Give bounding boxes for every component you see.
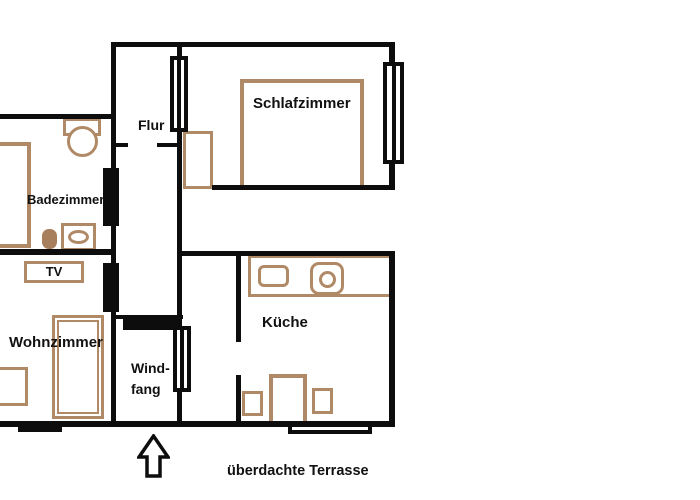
tv-label: TV	[45, 264, 63, 279]
bidet-bowl	[67, 230, 89, 244]
wall-kitchen-right	[389, 251, 395, 427]
bed	[240, 79, 364, 189]
bathroom-label: Badezimmer	[27, 192, 105, 207]
bathtub	[0, 142, 31, 248]
side-table	[0, 367, 28, 406]
wall-corridor-right	[177, 42, 182, 427]
tv-cabinet	[24, 261, 84, 283]
nightstand	[183, 131, 213, 189]
wall-bath-bottom	[0, 249, 116, 255]
wall-kitchen-left-lower	[236, 375, 241, 427]
window-centerline	[180, 330, 184, 388]
wall-flur-left	[111, 42, 116, 119]
kitchen-sink	[310, 262, 344, 295]
windfang-window	[173, 326, 191, 392]
stove-hob	[258, 265, 289, 287]
kitchen-sink-drain	[319, 270, 336, 288]
toilet	[42, 229, 57, 249]
livingroom-label: Wohnzimmer	[9, 334, 103, 351]
flur-door-stub-right	[157, 143, 177, 147]
kitchen-terrace-step	[288, 424, 372, 434]
entrance-arrow-icon	[137, 434, 170, 478]
terrace-label: überdachte Terrasse	[227, 463, 369, 479]
sofa-inner-line	[57, 320, 99, 414]
livingroom-door	[103, 263, 119, 312]
hallway-label: Flur	[138, 117, 165, 133]
bedroom-window	[383, 62, 404, 164]
wall-kitchen-left-upper	[236, 251, 241, 342]
bathroom-door	[103, 168, 119, 226]
chair-right	[312, 388, 333, 414]
living-terrace-threshold	[18, 427, 62, 432]
sofa	[52, 315, 104, 419]
windfang-label-line1: Wind-	[131, 360, 170, 376]
wall-top	[111, 42, 395, 47]
windfang-label-line2: fang	[131, 381, 161, 397]
window-centerline	[177, 60, 181, 128]
wall-bottom	[0, 421, 395, 427]
windfang-door	[123, 317, 177, 330]
window-centerline	[391, 66, 396, 160]
wall-living-right	[111, 249, 116, 427]
kitchen-label: Küche	[262, 314, 308, 331]
wall-kitchen-top	[177, 251, 395, 256]
washbasin-bowl	[67, 126, 98, 157]
flur-bedroom-window	[170, 56, 188, 132]
bidet	[61, 223, 96, 251]
wall-bath-top	[0, 114, 116, 119]
wall-bedroom-bottom	[212, 185, 395, 190]
dining-table	[269, 374, 307, 426]
bedroom-label: Schlafzimmer	[253, 95, 351, 112]
flur-door-stub-left	[114, 143, 128, 147]
chair-left	[242, 391, 263, 416]
